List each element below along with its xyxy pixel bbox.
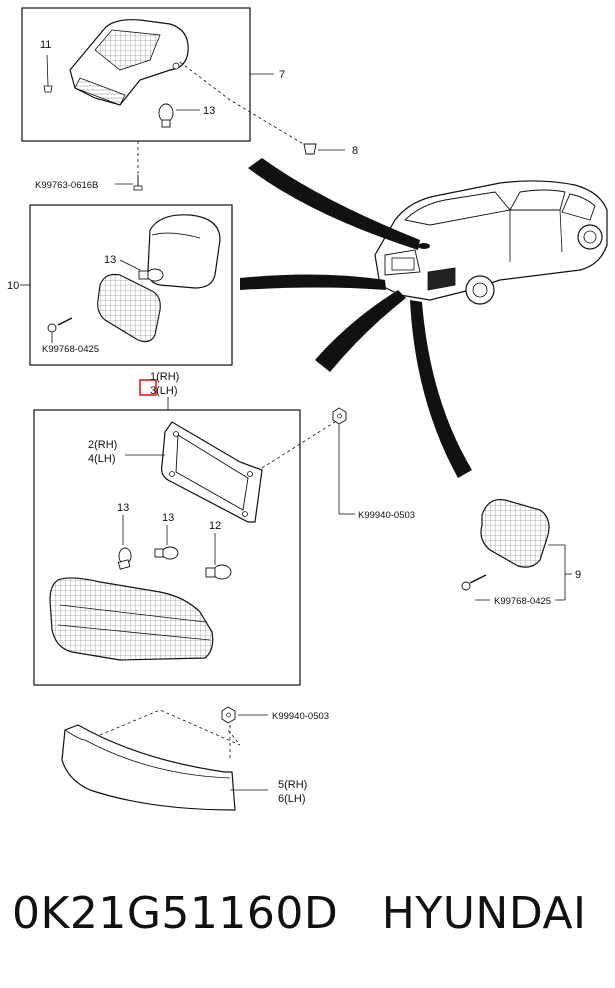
bolt-mid-label: K99768-0425 (42, 344, 99, 355)
license-lamp-group: 13 K99768-0425 10 (7, 204, 233, 366)
callout-10: 10 (7, 280, 19, 292)
callout-4-lh: 4(LH) (88, 453, 116, 465)
high-mount-lamp-housing[interactable] (69, 19, 189, 106)
bolt-top-label: K99763-0616B (35, 180, 98, 191)
part-number: 0K21G51160D (12, 888, 339, 939)
callout-9: 9 (575, 569, 581, 581)
callout-12: 12 (209, 520, 221, 532)
nut-2-label: K99940-0503 (272, 711, 329, 722)
car-illustration (374, 180, 608, 305)
garnish-group: K99940-0503 5(RH) 6(LH) (61, 706, 329, 811)
bolt-right-icon[interactable] (461, 574, 487, 591)
nut-2-icon[interactable] (221, 706, 236, 724)
highlight-box (139, 379, 157, 396)
part-caption: 0K21G51160D HYUNDAI (0, 885, 615, 955)
bolt-right-label: K99768-0425 (494, 596, 551, 607)
bolt-mid-icon[interactable] (47, 317, 73, 333)
callout-13-b: 13 (162, 512, 174, 524)
bulb-13-icon[interactable] (158, 103, 174, 128)
brand-name: HYUNDAI (381, 888, 587, 939)
side-reflector-housing[interactable] (480, 498, 550, 568)
bolt-top-icon[interactable] (133, 175, 143, 191)
callout-5-rh: 5(RH) (278, 779, 307, 791)
pointer-arrows (240, 158, 472, 478)
high-mount-stop-lamp-group: 11 13 7 8 K99763-0616B (21, 7, 358, 191)
nut-1-icon[interactable] (332, 407, 347, 425)
callout-3-lh: 3(LH) (150, 385, 178, 397)
license-lamp-housing[interactable] (97, 273, 161, 343)
side-reflector-group: 9 K99768-0425 (461, 498, 581, 607)
gasket-icon[interactable] (161, 421, 263, 523)
bulb-13-a-icon[interactable] (117, 515, 132, 570)
callout-11: 11 (40, 39, 51, 51)
callout-7: 7 (279, 69, 285, 81)
callout-1-rh: 1(RH) (150, 371, 179, 383)
callout-8: 8 (352, 145, 358, 157)
bulb-13-b-icon[interactable] (154, 525, 179, 560)
callout-13-a: 13 (117, 502, 129, 514)
rear-lamp-lens[interactable] (49, 577, 214, 661)
callout-6-lh: 6(LH) (278, 793, 306, 805)
callout-13-top: 13 (203, 105, 215, 117)
rear-garnish-panel[interactable] (61, 724, 236, 811)
license-lamp-lens[interactable] (147, 214, 221, 289)
callout-13-mid: 13 (104, 254, 116, 266)
rear-combination-lamp-group: 2(RH) 4(LH) K99940-0503 13 13 12 (33, 407, 415, 686)
clip-8-icon[interactable] (303, 143, 317, 155)
bulb-13-mid-icon[interactable] (138, 268, 164, 282)
callout-2-rh: 2(RH) (88, 439, 117, 451)
nut-1-label: K99940-0503 (358, 510, 415, 521)
bulb-12-icon[interactable] (205, 533, 232, 580)
exploded-parts-diagram: 11 13 7 8 K99763-0616B (7, 7, 608, 811)
box-frame (21, 7, 251, 142)
screw-11-icon[interactable] (43, 54, 53, 93)
caption-spacer (338, 888, 381, 939)
box-frame-main (33, 409, 301, 686)
